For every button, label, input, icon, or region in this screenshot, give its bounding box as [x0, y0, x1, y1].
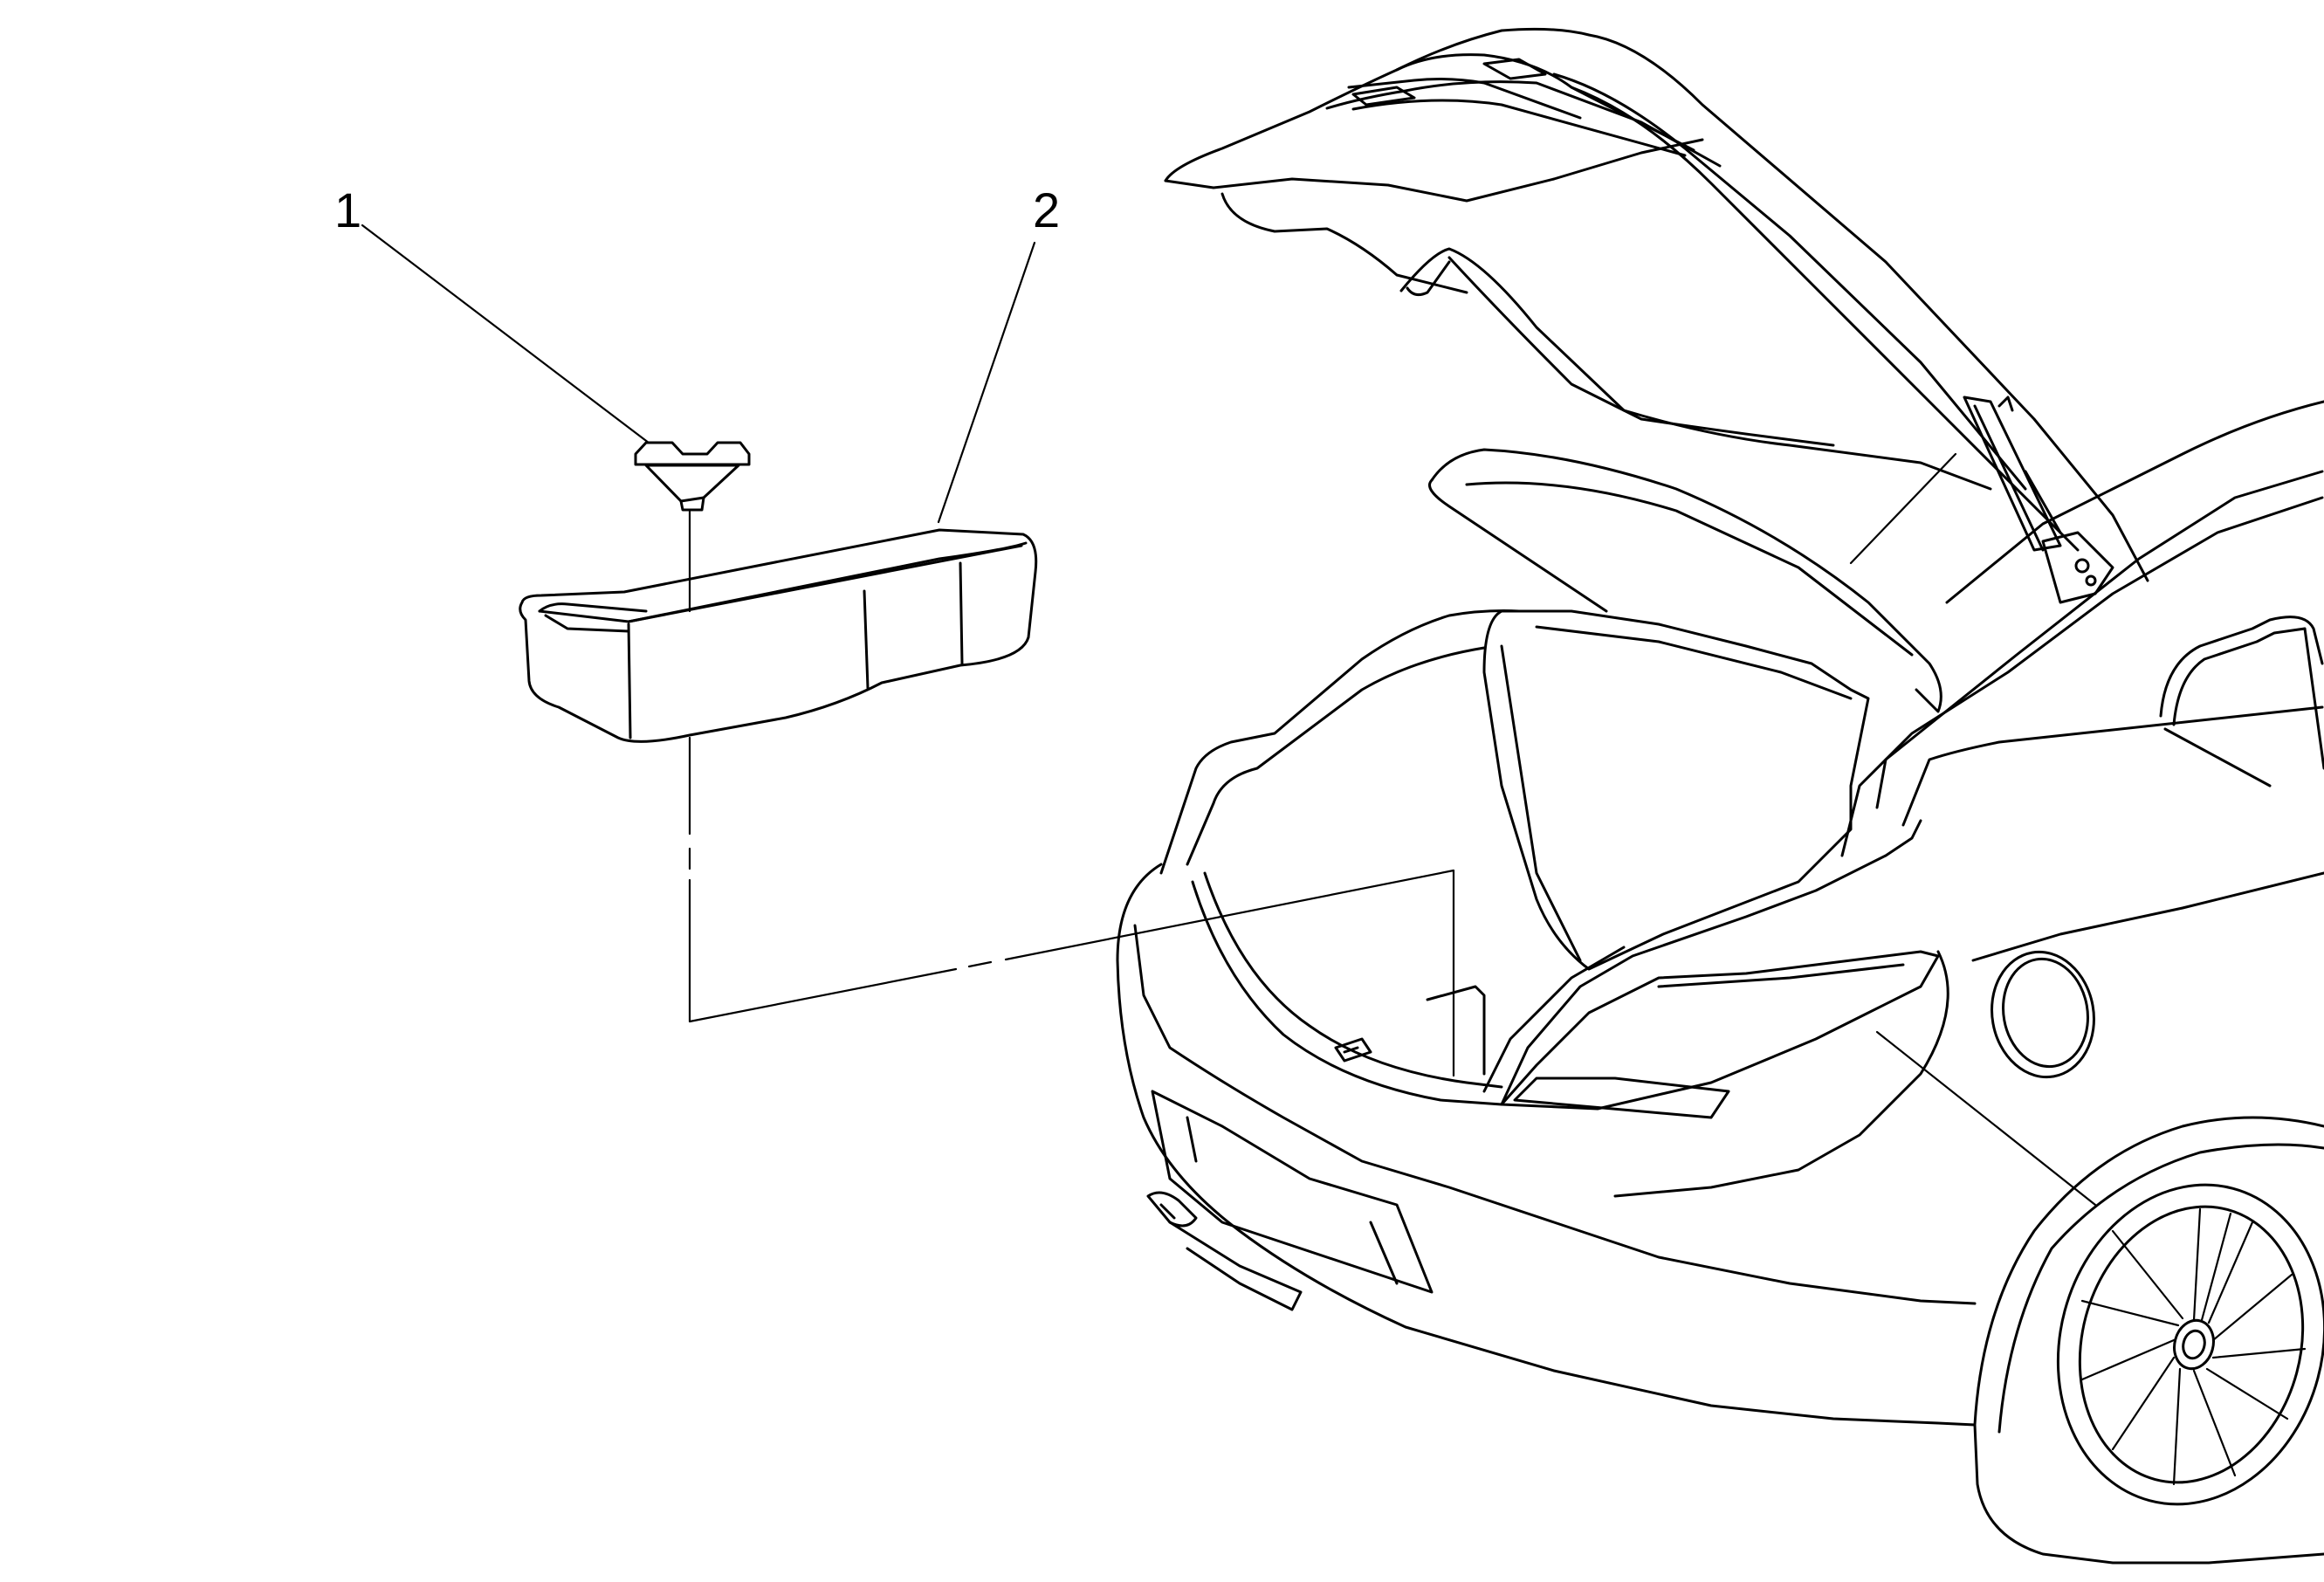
storage-tray [519, 528, 1038, 743]
callout-1-leader [361, 224, 665, 456]
callout-2-leader [937, 241, 1036, 524]
callout-2-label: 2 [1033, 182, 1060, 237]
installation-lines [688, 510, 1455, 1077]
fastener-clip [634, 441, 751, 512]
vehicle-rear-view [1116, 27, 2324, 1565]
callout-1-label: 1 [334, 182, 361, 237]
